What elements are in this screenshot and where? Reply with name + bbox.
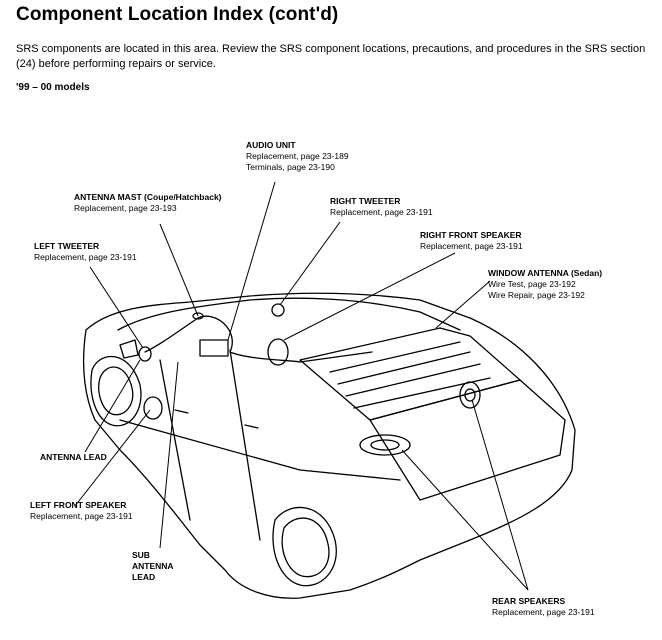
label-right-front-speaker: RIGHT FRONT SPEAKER Replacement, page 23… — [420, 230, 523, 251]
door-line — [119, 419, 401, 481]
rear-speaker-right-shape — [459, 381, 481, 409]
label-sub-antenna-lead: SUB ANTENNA LEAD — [132, 550, 174, 582]
audio-unit-box — [199, 339, 229, 357]
right-front-speaker-shape — [267, 338, 289, 366]
rear-window — [299, 327, 521, 421]
srs-notice: SRS components are located in this area.… — [16, 43, 646, 70]
side-mirror — [119, 339, 139, 359]
rear-wheel — [272, 506, 337, 587]
label-left-front-speaker: LEFT FRONT SPEAKER Replacement, page 23-… — [30, 500, 133, 521]
defroster-line — [337, 351, 471, 385]
door-line — [159, 359, 191, 521]
leader-audio-unit — [227, 181, 276, 341]
label-window-antenna: WINDOW ANTENNA (Sedan) Wire Test, page 2… — [488, 268, 603, 300]
leader-right-tweeter — [279, 221, 341, 306]
label-antenna-lead: ANTENNA LEAD — [40, 452, 107, 462]
label-audio-unit: AUDIO UNIT Replacement, page 23-189 Term… — [246, 140, 349, 172]
model-years: '99 – 00 models — [16, 82, 90, 93]
page-title: Component Location Index (cont'd) — [16, 4, 339, 25]
label-left-tweeter: LEFT TWEETER Replacement, page 23-191 — [34, 241, 137, 262]
front-wheel — [90, 355, 142, 427]
left-tweeter-shape — [138, 346, 152, 362]
leader-left-tweeter — [89, 266, 144, 349]
trunk-lid — [369, 379, 566, 501]
roof-line — [117, 297, 461, 331]
leader-rear-speaker-2 — [471, 399, 529, 591]
antenna-mast-shape — [192, 312, 204, 320]
defroster-line — [329, 341, 461, 373]
label-rear-speakers: REAR SPEAKERS Replacement, page 23-191 — [492, 596, 595, 617]
right-tweeter-shape — [271, 303, 285, 317]
leader-antenna-mast — [159, 223, 199, 317]
leader-sub-antenna-lead — [159, 361, 179, 549]
defroster-line — [345, 363, 481, 397]
car-body-outline — [82, 292, 576, 599]
leader-window-antenna — [435, 280, 491, 329]
leader-left-front-speaker — [74, 409, 151, 507]
label-antenna-mast: ANTENNA MAST (Coupe/Hatchback) Replaceme… — [74, 192, 222, 213]
leader-right-front-speaker — [283, 252, 456, 341]
left-front-speaker-shape — [143, 396, 163, 420]
leader-rear-speaker-1 — [401, 449, 529, 591]
leader-antenna-lead — [84, 359, 141, 453]
door-line — [229, 349, 261, 541]
label-right-tweeter: RIGHT TWEETER Replacement, page 23-191 — [330, 196, 433, 217]
rear-speaker-left-shape — [359, 434, 411, 456]
antenna-cable — [144, 315, 373, 363]
